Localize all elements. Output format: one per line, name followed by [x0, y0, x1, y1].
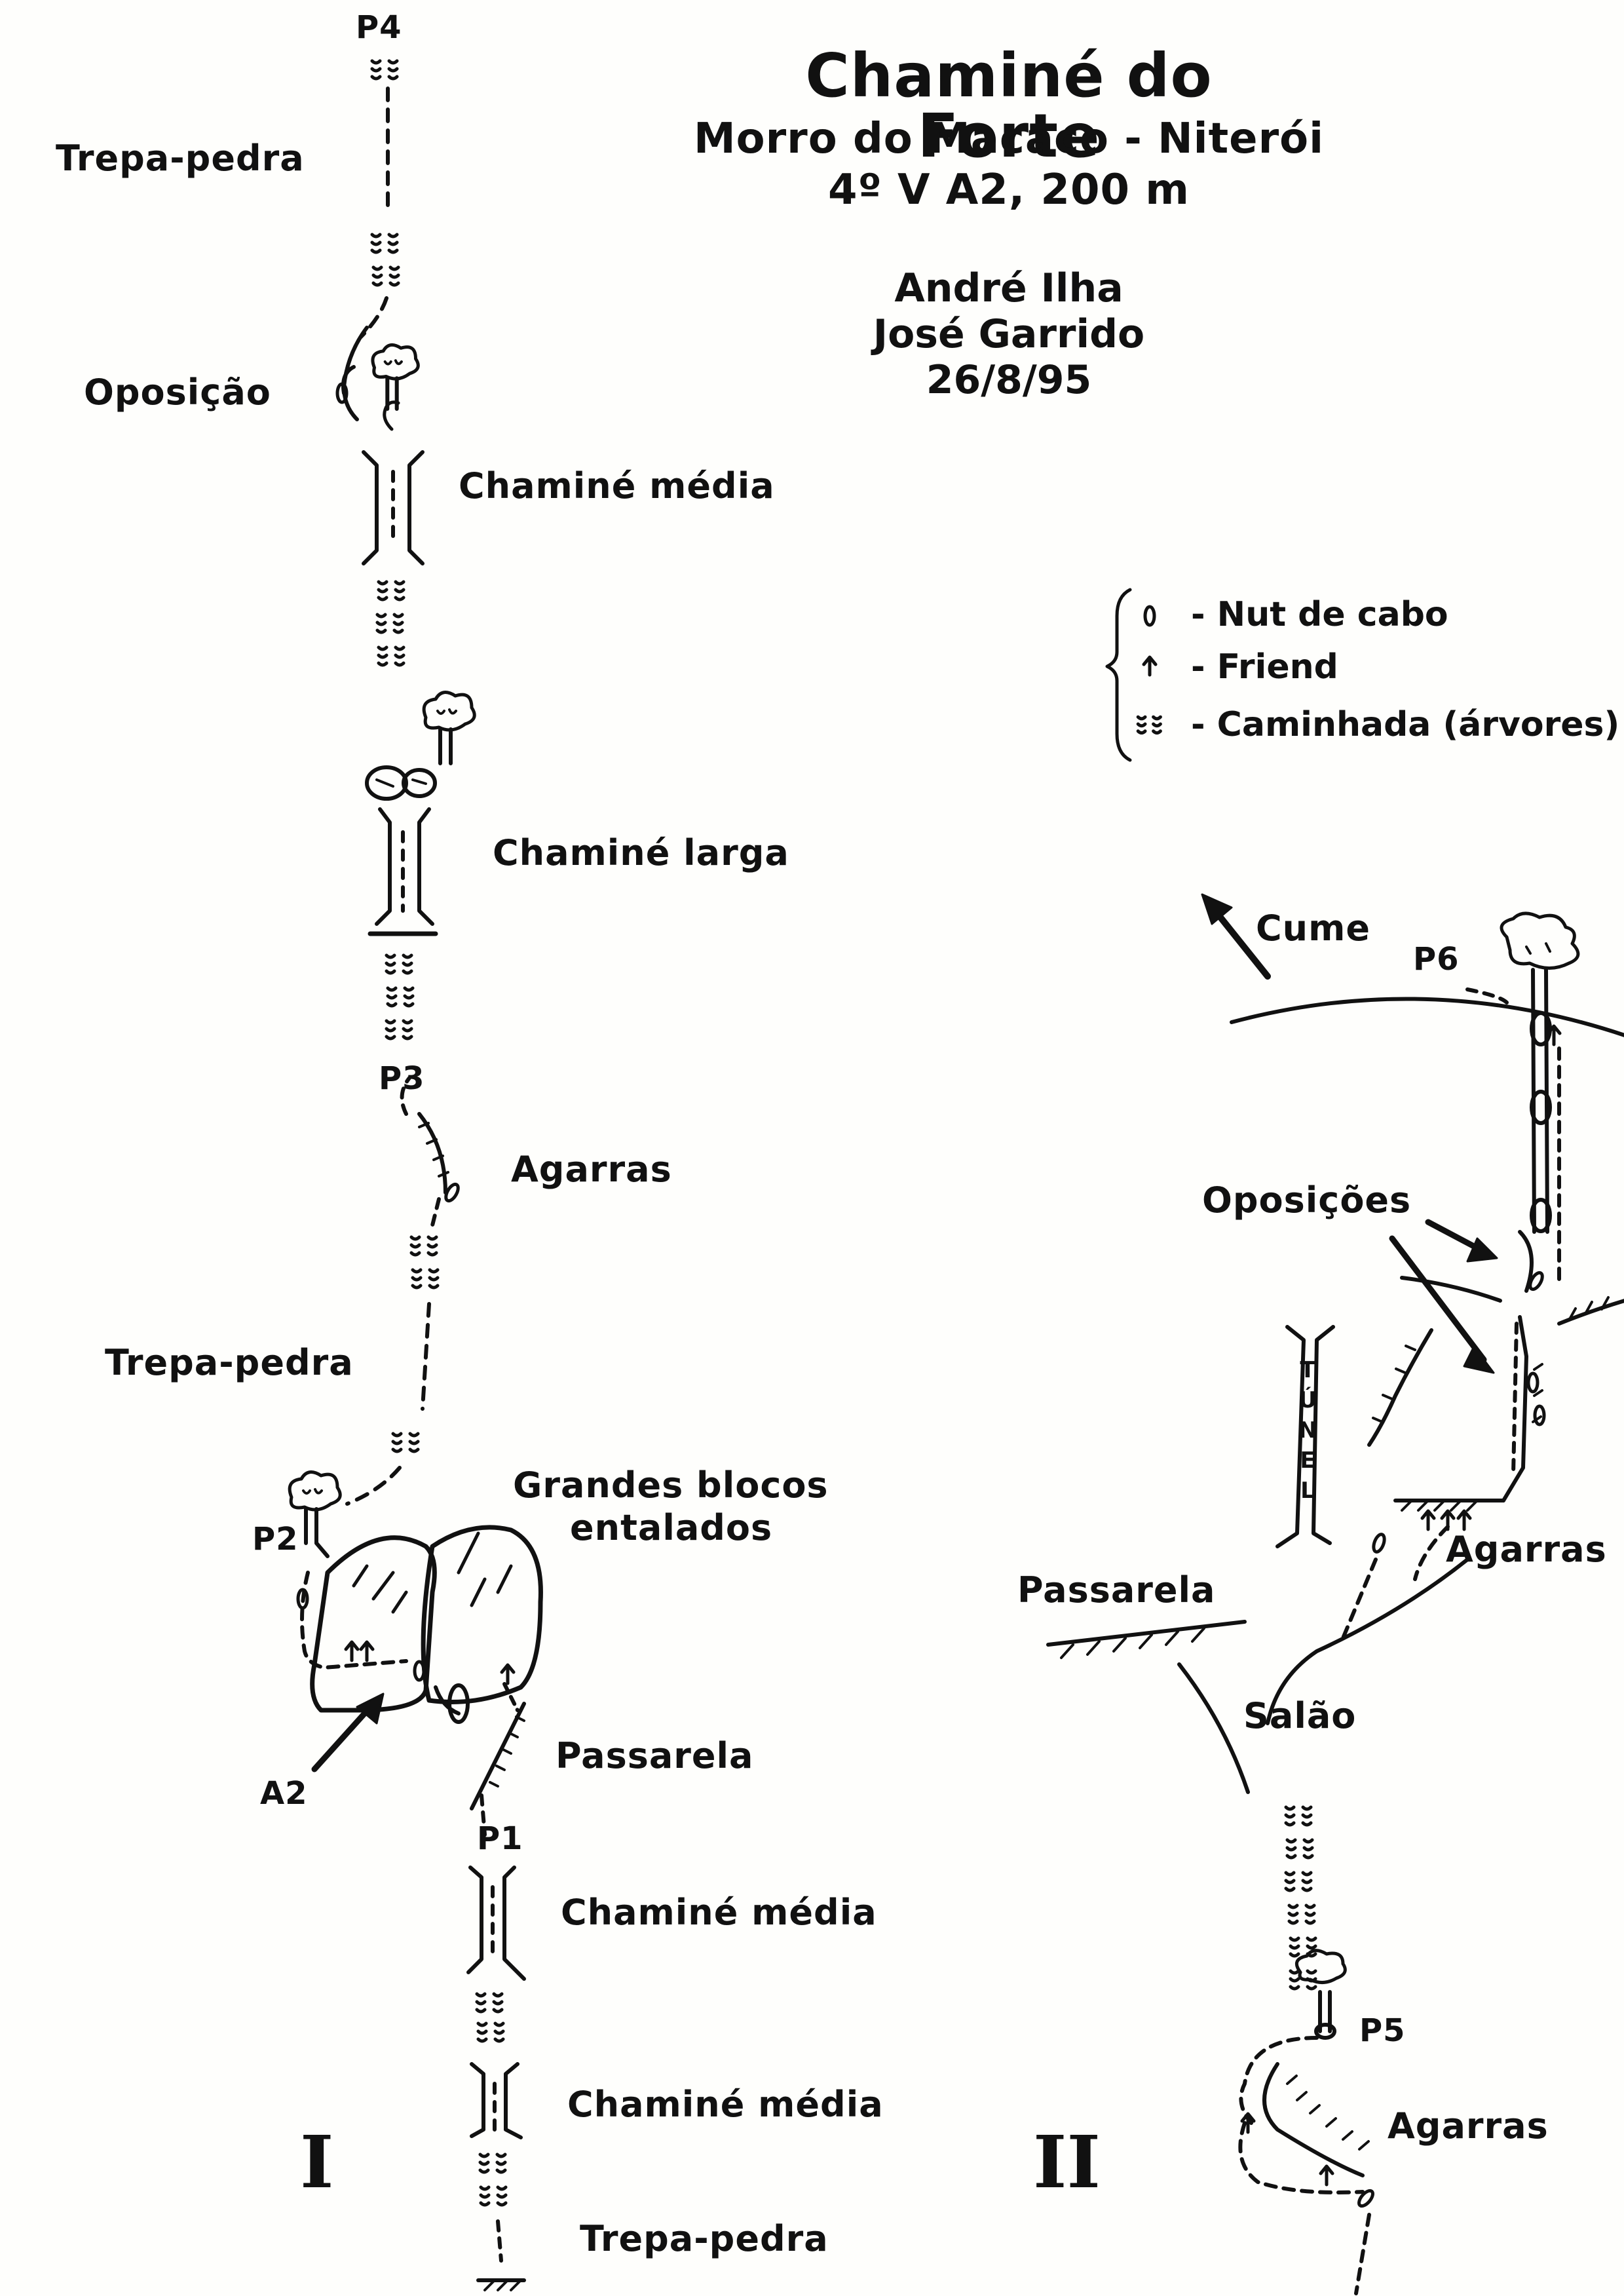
label-oposicao: Oposição	[84, 372, 271, 413]
legend-nut-label: - Nut de cabo	[1191, 595, 1448, 634]
tunel-letter-n: N	[1298, 1417, 1317, 1444]
legend-symbols	[1107, 590, 1160, 760]
label-agarras-top: Agarras	[1446, 1529, 1607, 1570]
label-chamine-media-1: Chaminé média	[561, 1892, 877, 1933]
label-grandes-blocos: Grandes blocos	[513, 1464, 829, 1506]
tunel-letter-u: Ú	[1298, 1387, 1317, 1413]
route-two	[1048, 894, 1624, 2293]
belay-p3: P3	[379, 1060, 425, 1097]
label-cume: Cume	[1256, 908, 1370, 949]
belay-p2: P2	[252, 1521, 299, 1558]
belay-p4: P4	[356, 9, 402, 46]
route-one	[290, 61, 540, 2290]
label-agarras-bottom: Agarras	[1388, 2105, 1549, 2147]
climb-date: 26/8/95	[926, 357, 1092, 403]
belay-p6: P6	[1413, 941, 1460, 978]
belay-p5: P5	[1359, 2012, 1406, 2049]
label-oposicoes: Oposições	[1202, 1179, 1412, 1221]
label-trepa-pedra-mid: Trepa-pedra	[105, 1342, 354, 1383]
grade-subtitle: 4º V A2, 200 m	[828, 166, 1190, 214]
section-numeral-two: II	[1033, 2120, 1101, 2204]
label-chamine-larga: Chaminé larga	[493, 832, 789, 873]
label-chamine-media-2: Chaminé média	[567, 2084, 884, 2125]
tunel-letter-e: E	[1300, 1447, 1315, 1474]
author-2: José Garrido	[873, 311, 1145, 357]
label-salao: Salão	[1243, 1695, 1357, 1736]
label-chamine-media-top: Chaminé média	[459, 465, 775, 507]
label-agarras: Agarras	[511, 1149, 672, 1190]
page-title: Chaminé do Forte	[805, 41, 1213, 171]
label-passarela-one: Passarela	[556, 1735, 754, 1776]
label-trepa-pedra-top: Trepa-pedra	[56, 138, 305, 179]
label-tunel: T Ú N E L	[1298, 1355, 1317, 1506]
location-subtitle: Morro do Macaco - Niterói	[693, 115, 1325, 163]
legend-walk-label: - Caminhada (árvores)	[1191, 705, 1620, 744]
tunel-letter-l: L	[1300, 1478, 1315, 1504]
label-trepa-pedra-bottom: Trepa-pedra	[580, 2218, 829, 2259]
label-entalados: entalados	[570, 1507, 773, 1548]
legend-friend-label: - Friend	[1191, 647, 1338, 687]
author-1: André Ilha	[894, 265, 1124, 311]
label-a2: A2	[260, 1775, 308, 1812]
label-passarela-two: Passarela	[1017, 1569, 1216, 1611]
tunel-letter-t: T	[1300, 1357, 1315, 1383]
section-numeral-one: I	[300, 2120, 334, 2204]
belay-p1: P1	[477, 1820, 523, 1857]
